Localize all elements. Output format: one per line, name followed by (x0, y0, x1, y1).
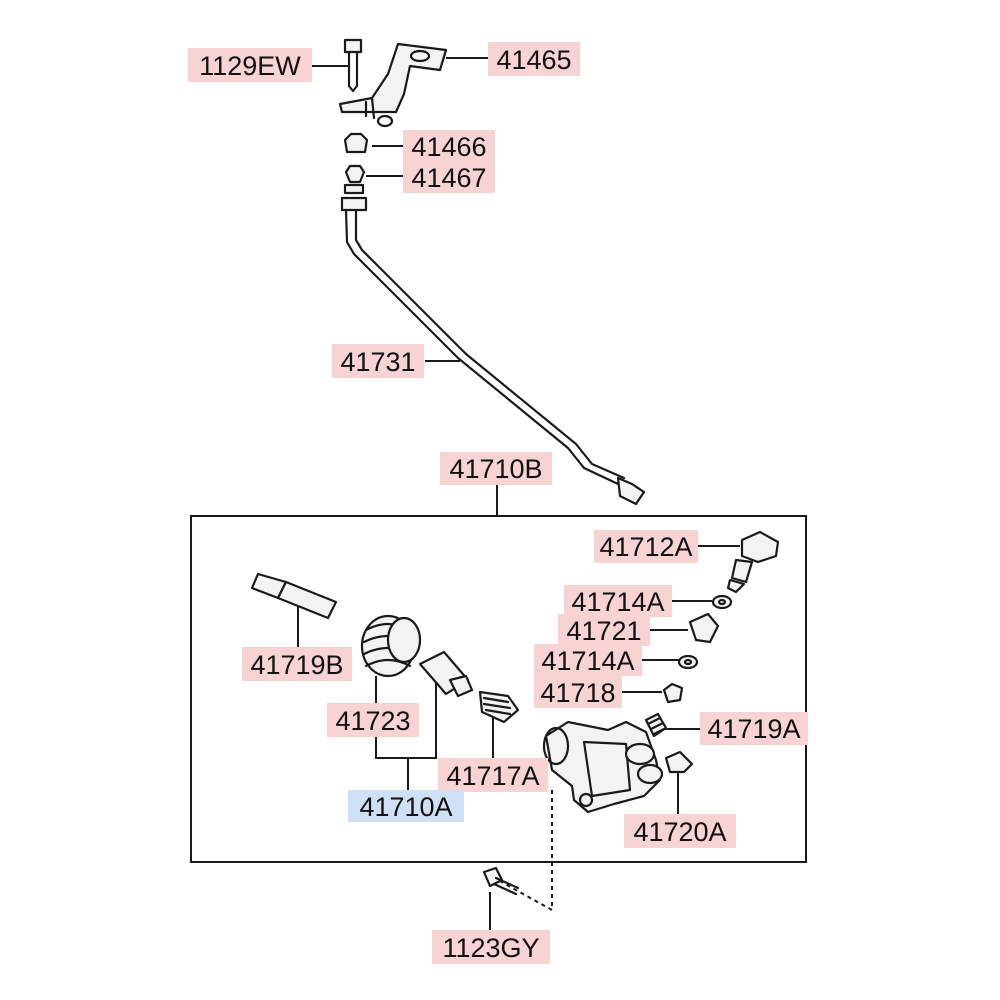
callout-41731[interactable]: 41731 (332, 344, 424, 378)
callout-41714a-bottom[interactable]: 41714A (534, 644, 642, 676)
svg-text:41720A: 41720A (633, 817, 726, 847)
svg-text:41718: 41718 (540, 678, 615, 708)
callout-41465[interactable]: 41465 (488, 42, 580, 76)
svg-text:41717A: 41717A (446, 761, 539, 791)
callout-41710a[interactable]: 41710A (348, 790, 464, 822)
washer-41714a-top-drawing (711, 594, 733, 610)
assembly-frame (190, 515, 807, 863)
boot-41723-drawing (360, 614, 422, 678)
svg-text:41465: 41465 (496, 45, 571, 75)
mount-bolt-1123gy-drawing (482, 866, 520, 896)
washer-41714a-bottom-drawing (677, 654, 699, 670)
svg-text:41731: 41731 (340, 347, 415, 377)
callout-41719a[interactable]: 41719A (700, 712, 808, 745)
svg-text:41710B: 41710B (449, 454, 542, 484)
clip-41467-drawing (343, 164, 366, 195)
callout-41714a-top[interactable]: 41714A (564, 585, 672, 617)
nut-41718-drawing (662, 682, 684, 704)
bleeder-41712a-drawing (726, 530, 780, 594)
grommet-41466-drawing (343, 132, 369, 154)
callout-41720a[interactable]: 41720A (624, 814, 736, 848)
svg-text:41721: 41721 (566, 616, 641, 646)
bracket-41465-drawing (338, 42, 448, 128)
spring-41719a-drawing (644, 712, 668, 738)
callout-41466[interactable]: 41466 (403, 130, 495, 162)
svg-text:41712A: 41712A (599, 532, 692, 562)
callout-41467[interactable]: 41467 (403, 161, 495, 193)
piston-drawing (418, 650, 474, 698)
callout-41723[interactable]: 41723 (327, 703, 419, 737)
callout-labels: 1129EW 41465 41466 41467 41731 41710B 41… (188, 42, 808, 964)
svg-text:1129EW: 1129EW (199, 51, 301, 81)
callout-41712a[interactable]: 41712A (594, 530, 698, 563)
svg-text:41723: 41723 (335, 706, 410, 736)
svg-text:41710A: 41710A (359, 792, 452, 822)
svg-text:41467: 41467 (411, 163, 486, 193)
tube-41731-drawing (340, 196, 646, 506)
svg-text:41714A: 41714A (571, 587, 664, 617)
svg-text:41466: 41466 (411, 132, 486, 162)
callout-41719b[interactable]: 41719B (242, 647, 352, 681)
callout-1123gy[interactable]: 1123GY (432, 930, 550, 964)
piston-spring-41717a-drawing (478, 690, 520, 724)
svg-text:41714A: 41714A (541, 646, 634, 676)
callout-1129ew[interactable]: 1129EW (188, 48, 312, 82)
callout-41710b[interactable]: 41710B (440, 452, 552, 485)
bolt-1129ew-drawing (343, 38, 363, 93)
callout-41718[interactable]: 41718 (534, 676, 622, 708)
svg-text:1123GY: 1123GY (442, 933, 539, 963)
cylinder-body-drawing (542, 720, 664, 814)
callout-41721[interactable]: 41721 (558, 614, 650, 646)
push-rod-41719b-drawing (250, 572, 338, 620)
cap-41721-drawing (688, 612, 720, 644)
union-41720a-drawing (664, 750, 694, 774)
svg-text:41719B: 41719B (250, 650, 343, 680)
svg-text:41719A: 41719A (707, 714, 800, 744)
callout-41717a[interactable]: 41717A (438, 758, 548, 792)
